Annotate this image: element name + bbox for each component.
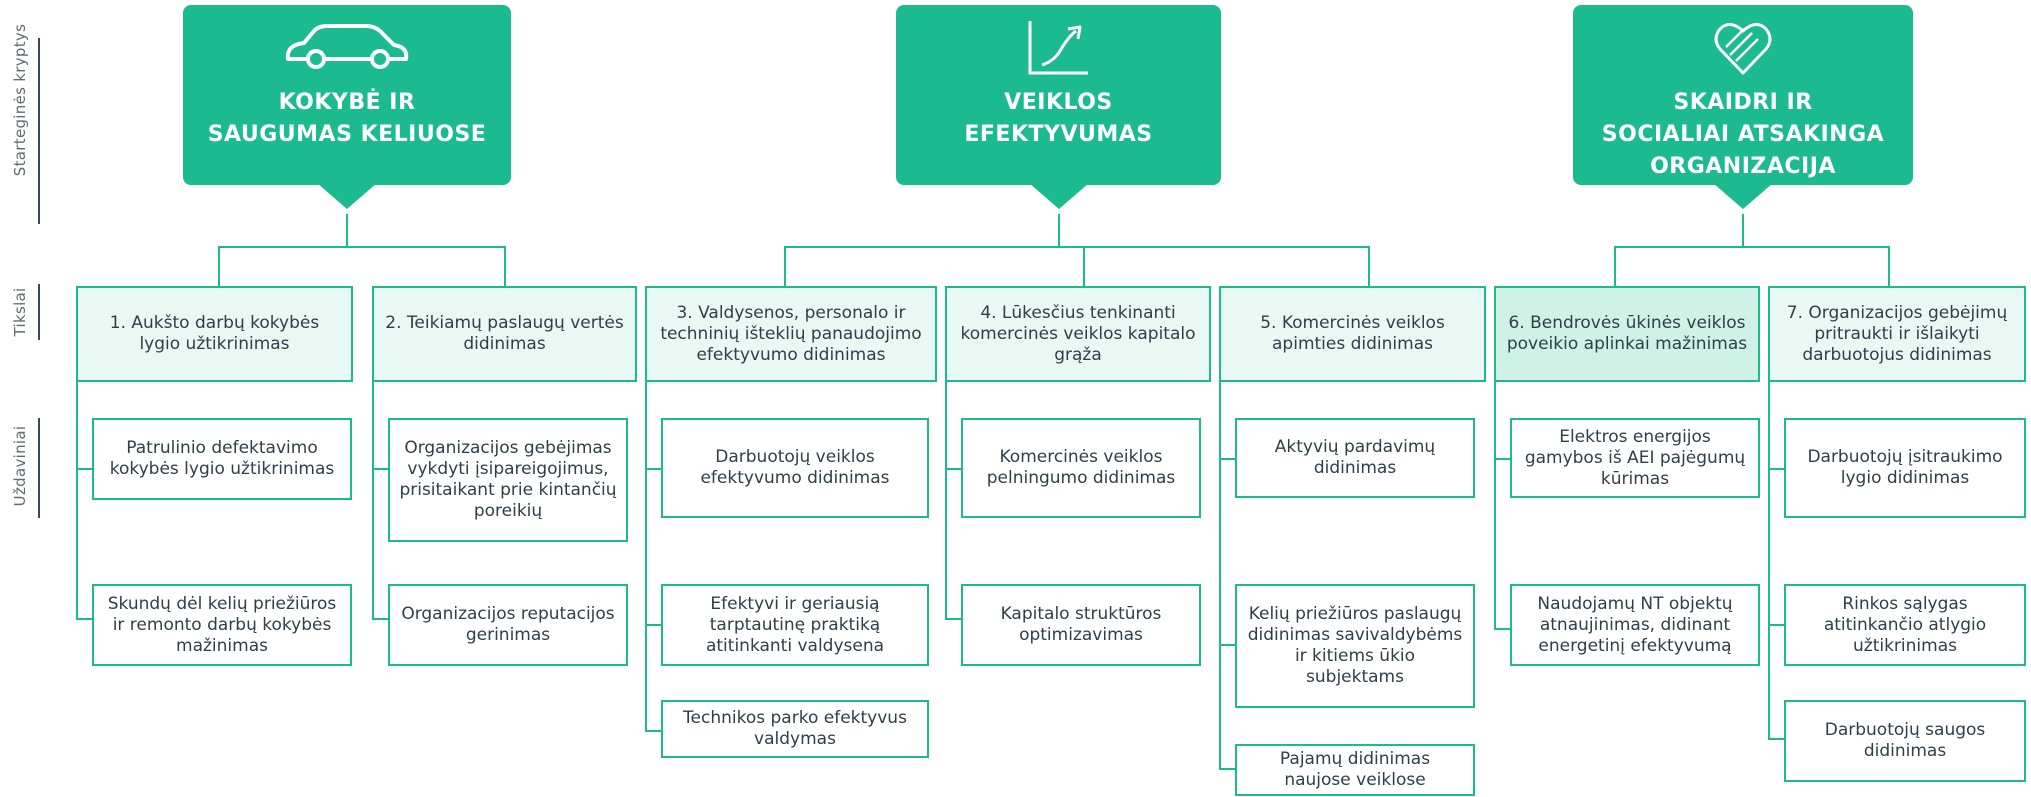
direction-header-road-quality: KOKYBĖ IR SAUGUMAS KELIUOSE bbox=[183, 5, 511, 209]
connector-line bbox=[1494, 380, 1496, 630]
connector-line bbox=[1888, 246, 1890, 286]
task-6-2: Naudojamų NT objektų atnaujinimas, didin… bbox=[1510, 584, 1760, 666]
connector-line bbox=[645, 380, 647, 732]
connector-line bbox=[76, 618, 92, 620]
connector-line bbox=[1768, 624, 1784, 626]
goal-5: 5. Komercinės veiklos apimties didinimas bbox=[1219, 286, 1486, 382]
task-4-2: Kapitalo struktūros optimizavimas bbox=[961, 584, 1201, 666]
connector-line bbox=[1083, 246, 1085, 286]
connector-line bbox=[372, 380, 374, 620]
task-2-1: Organizacijos gebėjimas vykdyti įsiparei… bbox=[388, 418, 628, 542]
direction-title-line: SOCIALIAI ATSAKINGA bbox=[1601, 122, 1885, 147]
goal-4: 4. Lūkesčius tenkinanti komercinės veikl… bbox=[945, 286, 1211, 382]
car-icon bbox=[285, 24, 409, 69]
direction-title: KOKYBĖ IR SAUGUMAS KELIUOSE bbox=[183, 87, 511, 151]
connector-line bbox=[1768, 468, 1784, 470]
task-3-3: Technikos parko efektyvus valdymas bbox=[661, 700, 929, 758]
task-1-2: Skundų dėl kelių priežiūros ir remonto d… bbox=[92, 584, 352, 666]
connector-line bbox=[945, 468, 961, 470]
task-5-1: Aktyvių pardavimų didinimas bbox=[1235, 418, 1475, 498]
connector-line bbox=[1742, 214, 1744, 248]
connector-line bbox=[372, 468, 388, 470]
connector-line bbox=[945, 380, 947, 620]
connector-line bbox=[504, 246, 506, 286]
direction-title-line: ORGANIZACIJA bbox=[1650, 154, 1836, 179]
side-divider-goals bbox=[38, 284, 40, 340]
goal-1: 1. Aukšto darbų kokybės lygio užtikrinim… bbox=[76, 286, 353, 382]
side-divider-tasks bbox=[38, 418, 40, 518]
connector-line bbox=[1614, 246, 1616, 286]
growth-chart-icon bbox=[1028, 21, 1088, 75]
connector-line bbox=[645, 468, 661, 470]
connector-line bbox=[76, 468, 92, 470]
goal-6: 6. Bendrovės ūkinės veiklos poveikio apl… bbox=[1494, 286, 1760, 382]
connector-line bbox=[1768, 738, 1784, 740]
direction-title-line: VEIKLOS bbox=[1004, 90, 1113, 115]
connector-line bbox=[1494, 458, 1510, 460]
connector-line bbox=[1058, 214, 1060, 248]
task-5-2: Kelių priežiūros paslaugų didinimas savi… bbox=[1235, 584, 1475, 708]
connector-line bbox=[1219, 768, 1235, 770]
connector-line bbox=[784, 246, 1370, 248]
direction-title-line: SKAIDRI IR bbox=[1673, 90, 1813, 115]
direction-header-responsible-org: SKAIDRI IR SOCIALIAI ATSAKINGA ORGANIZAC… bbox=[1573, 5, 1913, 209]
task-3-1: Darbuotojų veiklos efektyvumo didinimas bbox=[661, 418, 929, 518]
connector-line bbox=[1768, 380, 1770, 740]
side-label-goals: Tikslai bbox=[11, 287, 29, 337]
task-2-2: Organizacijos reputacijos gerinimas bbox=[388, 584, 628, 666]
goal-2: 2. Teikiamų paslaugų vertės didinimas bbox=[372, 286, 637, 382]
side-divider-strategic bbox=[38, 38, 40, 224]
connector-line bbox=[1614, 246, 1890, 248]
task-5-3: Pajamų didinimas naujose veiklose bbox=[1235, 744, 1475, 796]
task-7-2: Rinkos sąlygas atitinkančio atlygio užti… bbox=[1784, 584, 2026, 666]
connector-line bbox=[1219, 644, 1235, 646]
connector-line bbox=[346, 214, 348, 248]
connector-line bbox=[645, 730, 661, 732]
connector-line bbox=[945, 618, 961, 620]
connector-line bbox=[372, 618, 388, 620]
connector-line bbox=[645, 624, 661, 626]
task-1-1: Patrulinio defektavimo kokybės lygio užt… bbox=[92, 418, 352, 500]
task-7-1: Darbuotojų įsitraukimo lygio didinimas bbox=[1784, 418, 2026, 518]
connector-line bbox=[1368, 246, 1370, 286]
connector-line bbox=[218, 246, 220, 286]
task-6-1: Elektros energijos gamybos iš AEI pajėgu… bbox=[1510, 418, 1760, 498]
connector-line bbox=[784, 246, 786, 286]
connector-line bbox=[1219, 458, 1235, 460]
heart-hands-icon bbox=[1714, 23, 1772, 75]
task-4-1: Komercinės veiklos pelningumo didinimas bbox=[961, 418, 1201, 518]
direction-title-line: EFEKTYVUMAS bbox=[964, 122, 1153, 147]
connector-line bbox=[76, 380, 78, 620]
task-3-2: Efektyvi ir geriausią tarptautinę prakti… bbox=[661, 584, 929, 666]
side-label-strategic: Starteginės kryptys bbox=[11, 23, 29, 177]
goal-3: 3. Valdysenos, personalo ir techninių iš… bbox=[645, 286, 937, 382]
direction-title: SKAIDRI IR SOCIALIAI ATSAKINGA ORGANIZAC… bbox=[1573, 87, 1913, 183]
direction-title: VEIKLOS EFEKTYVUMAS bbox=[896, 87, 1221, 151]
connector-line bbox=[1494, 628, 1510, 630]
side-label-tasks: Uždaviniai bbox=[11, 425, 29, 507]
direction-header-efficiency: VEIKLOS EFEKTYVUMAS bbox=[896, 5, 1221, 209]
connector-line bbox=[218, 246, 506, 248]
header-pointer bbox=[1028, 183, 1089, 209]
direction-title-line: KOKYBĖ IR bbox=[278, 90, 416, 115]
goal-7: 7. Organizacijos gebėjimų pritraukti ir … bbox=[1768, 286, 2026, 382]
task-7-3: Darbuotojų saugos didinimas bbox=[1784, 700, 2026, 782]
header-pointer bbox=[1713, 183, 1773, 209]
header-pointer bbox=[317, 183, 377, 209]
direction-title-line: SAUGUMAS KELIUOSE bbox=[207, 122, 487, 147]
connector-line bbox=[1219, 380, 1221, 770]
